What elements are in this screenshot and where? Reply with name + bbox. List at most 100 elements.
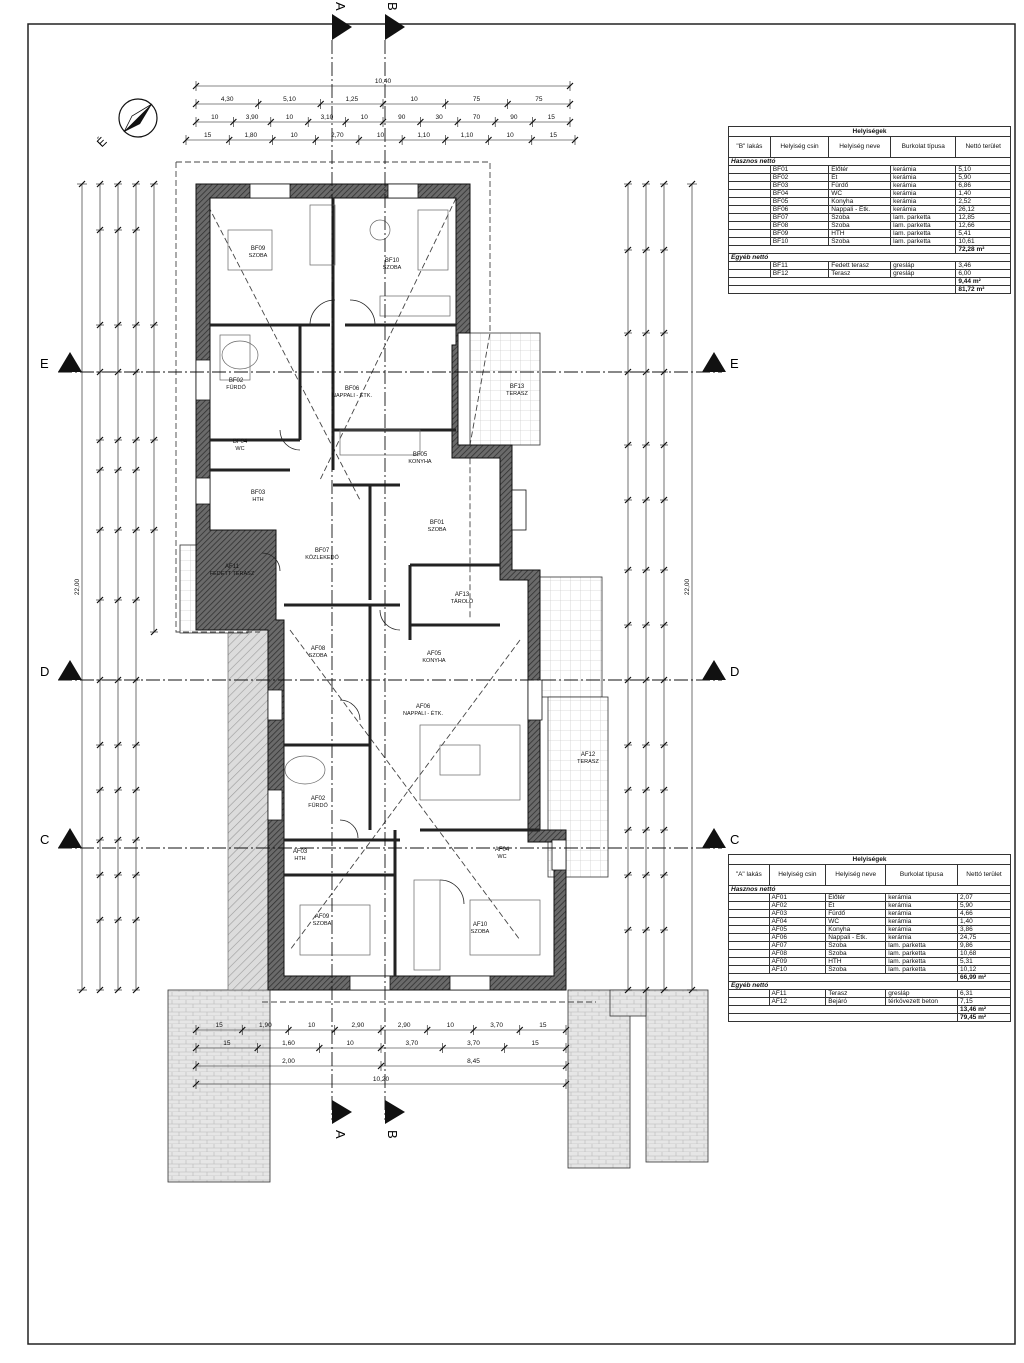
table-header-cell: Helyiség csin — [769, 136, 830, 158]
table-header-cell: Burkolat típusa — [885, 864, 959, 886]
table-cell: 26,12 — [955, 205, 1011, 214]
table-sum-row: 13,46 m² — [727, 1005, 1011, 1014]
table-cell: 7,15 — [957, 997, 1011, 1006]
room-name: SZOBA — [383, 265, 402, 271]
room-name: KÖZLEKEDŐ — [305, 554, 339, 561]
room-code: AF05 — [427, 651, 442, 657]
sheet-border — [27, 23, 1016, 1345]
dimension-label: 75 — [473, 96, 481, 103]
room-name: SZOBA — [313, 921, 332, 927]
room-name: TERASZ — [577, 759, 599, 765]
table-cell: 3,86 — [957, 925, 1011, 934]
table-title-row: Helyiségek — [728, 126, 1011, 137]
room-code: BF13 — [510, 384, 525, 390]
room-code: BF05 — [413, 452, 428, 458]
table-cell — [727, 277, 957, 286]
table-group-row: Hasznos nettó — [728, 885, 1011, 894]
room-code: BF09 — [251, 246, 266, 252]
table-cell — [728, 989, 770, 998]
dimension-label: 3,70 — [490, 1022, 503, 1029]
dimension-label: 10 — [447, 1022, 455, 1029]
room-code: AF08 — [311, 646, 326, 652]
table-cell: BF04 — [769, 189, 830, 198]
dimension-label: 90 — [510, 114, 518, 121]
table-cell: Fedett terasz — [828, 261, 892, 270]
room-name: TERASZ — [506, 391, 528, 397]
table-cell: 6,31 — [957, 989, 1011, 998]
table-cell: gresláp — [890, 269, 957, 278]
table-cell: lam. parketta — [885, 965, 959, 974]
room-name: NAPPALI - ÉTK. — [403, 710, 443, 717]
table-cell: BF08 — [769, 221, 830, 230]
table-cell: kerámia — [890, 205, 957, 214]
table-total-row: 79,45 m² — [727, 1013, 1011, 1022]
dimension-label: 15 — [539, 1022, 547, 1029]
table-cell: Előtér — [825, 893, 887, 902]
dimension-label: 1,10 — [461, 132, 474, 139]
table-sum-row: 66,99 m² — [727, 973, 1011, 982]
dimension-label: 2,00 — [282, 1058, 295, 1065]
table-cell — [728, 925, 770, 934]
table-cell — [728, 189, 771, 198]
room-code: BF07 — [315, 548, 330, 554]
table-cell — [728, 269, 771, 278]
table-cell: 2,07 — [957, 893, 1011, 902]
dimension-label: 30 — [435, 114, 443, 121]
table-cell — [728, 213, 771, 222]
table-cell: WC — [825, 917, 887, 926]
dimension-label: 10 — [347, 1040, 355, 1047]
table-cell — [728, 965, 770, 974]
dimension-label: 10 — [308, 1022, 316, 1029]
table-cell: Szoba — [828, 213, 892, 222]
table-cell: kerámia — [890, 197, 957, 206]
table-cell: AF02 — [768, 901, 827, 910]
table-sum-row: 72,28 m² — [727, 245, 1011, 254]
table-cell — [728, 957, 770, 966]
room-name: FEDETT TERASZ — [210, 571, 255, 577]
table-cell: 5,10 — [955, 165, 1011, 174]
table-cell: Ét — [825, 901, 887, 910]
dimension-label: 22,00 — [74, 578, 81, 595]
table-cell: HTH — [825, 957, 887, 966]
table-cell: 6,00 — [955, 269, 1011, 278]
table-cell — [728, 933, 770, 942]
table-title-row: Helyiségek — [728, 854, 1011, 865]
table-cell — [728, 901, 770, 910]
room-name: SZOBA — [309, 653, 328, 659]
table-cell: 5,41 — [955, 229, 1011, 238]
table-cell: 10,61 — [955, 237, 1011, 246]
table-group-row: Egyéb nettó — [728, 253, 1011, 262]
table-cell: BF07 — [769, 213, 830, 222]
room-code: AF06 — [416, 704, 431, 710]
table-cell — [728, 909, 770, 918]
dimension-label: 15 — [548, 114, 556, 121]
table-cell: Szoba — [825, 949, 887, 958]
table-cell: kerámia — [885, 909, 959, 918]
table-cell — [728, 229, 771, 238]
table-cell: lam. parketta — [890, 229, 957, 238]
table-cell: Fürdő — [828, 181, 892, 190]
table-cell: lam. parketta — [885, 941, 959, 950]
table-cell: Konyha — [825, 925, 887, 934]
table-cell: lam. parketta — [890, 237, 957, 246]
